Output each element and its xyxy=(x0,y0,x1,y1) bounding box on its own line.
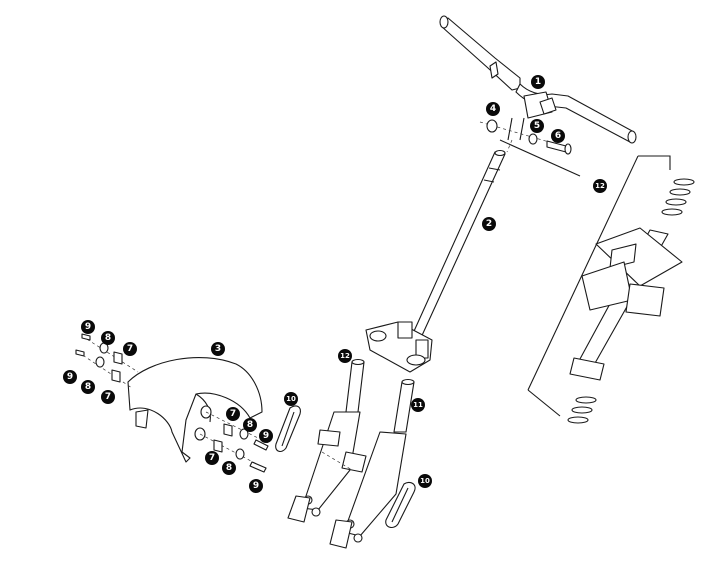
svg-text:10: 10 xyxy=(286,395,296,403)
svg-text:5: 5 xyxy=(534,121,540,131)
callout-5: 5 xyxy=(530,119,544,133)
callout-7-b: 7 xyxy=(101,390,115,404)
callout-7-d: 7 xyxy=(205,451,219,465)
callout-1: 1 xyxy=(531,75,545,89)
svg-text:9: 9 xyxy=(67,372,73,382)
callout-8-c: 8 xyxy=(243,418,257,432)
svg-text:7: 7 xyxy=(209,453,215,463)
svg-text:6: 6 xyxy=(555,131,561,141)
callout-8-b: 8 xyxy=(81,380,95,394)
fork-seal-lower xyxy=(385,481,416,529)
callout-7-a: 7 xyxy=(123,342,137,356)
svg-text:7: 7 xyxy=(127,344,133,354)
stem-clamp-hardware xyxy=(479,119,581,177)
svg-text:9: 9 xyxy=(253,481,259,491)
callout-4: 4 xyxy=(486,102,500,116)
svg-text:9: 9 xyxy=(85,322,91,332)
svg-text:8: 8 xyxy=(247,420,253,430)
callout-10-lower: 10 xyxy=(418,474,432,488)
svg-text:10: 10 xyxy=(420,477,430,485)
callout-9-a: 9 xyxy=(81,320,95,334)
svg-text:7: 7 xyxy=(105,392,111,402)
callout-8-d: 8 xyxy=(222,461,236,475)
callout-2: 2 xyxy=(482,217,496,231)
callout-9-d: 9 xyxy=(249,479,263,493)
headset-detail xyxy=(567,178,695,424)
svg-text:3: 3 xyxy=(215,344,221,354)
svg-text:8: 8 xyxy=(105,333,111,343)
svg-text:4: 4 xyxy=(490,104,496,114)
callout-6: 6 xyxy=(551,129,565,143)
svg-text:7: 7 xyxy=(230,409,236,419)
svg-text:2: 2 xyxy=(486,219,492,229)
fender-hardware-right xyxy=(199,411,271,473)
callout-11: 11 xyxy=(411,398,425,412)
svg-text:12: 12 xyxy=(595,182,605,190)
steering-tube xyxy=(409,149,506,343)
svg-text:9: 9 xyxy=(263,431,269,441)
svg-text:11: 11 xyxy=(413,401,423,409)
headset-detail-bracket xyxy=(527,155,671,417)
svg-text:1: 1 xyxy=(535,77,541,87)
fork-leg-left xyxy=(287,358,365,523)
callout-9-c: 9 xyxy=(259,429,273,443)
svg-text:8: 8 xyxy=(85,382,91,392)
callout-12-fork: 12 xyxy=(338,349,352,363)
callout-7-c: 7 xyxy=(226,407,240,421)
callout-9-b: 9 xyxy=(63,370,77,384)
callout-10-upper: 10 xyxy=(284,392,298,406)
fork-seal-upper xyxy=(275,405,301,453)
svg-text:12: 12 xyxy=(340,352,350,360)
callout-8-a: 8 xyxy=(101,331,115,345)
handlebar xyxy=(439,15,637,144)
callout-3: 3 xyxy=(211,342,225,356)
fork-leg-right xyxy=(329,378,415,549)
callout-12-top: 12 xyxy=(593,179,607,193)
svg-text:8: 8 xyxy=(226,463,232,473)
triple-clamp xyxy=(365,321,433,373)
front-fender xyxy=(127,357,263,463)
